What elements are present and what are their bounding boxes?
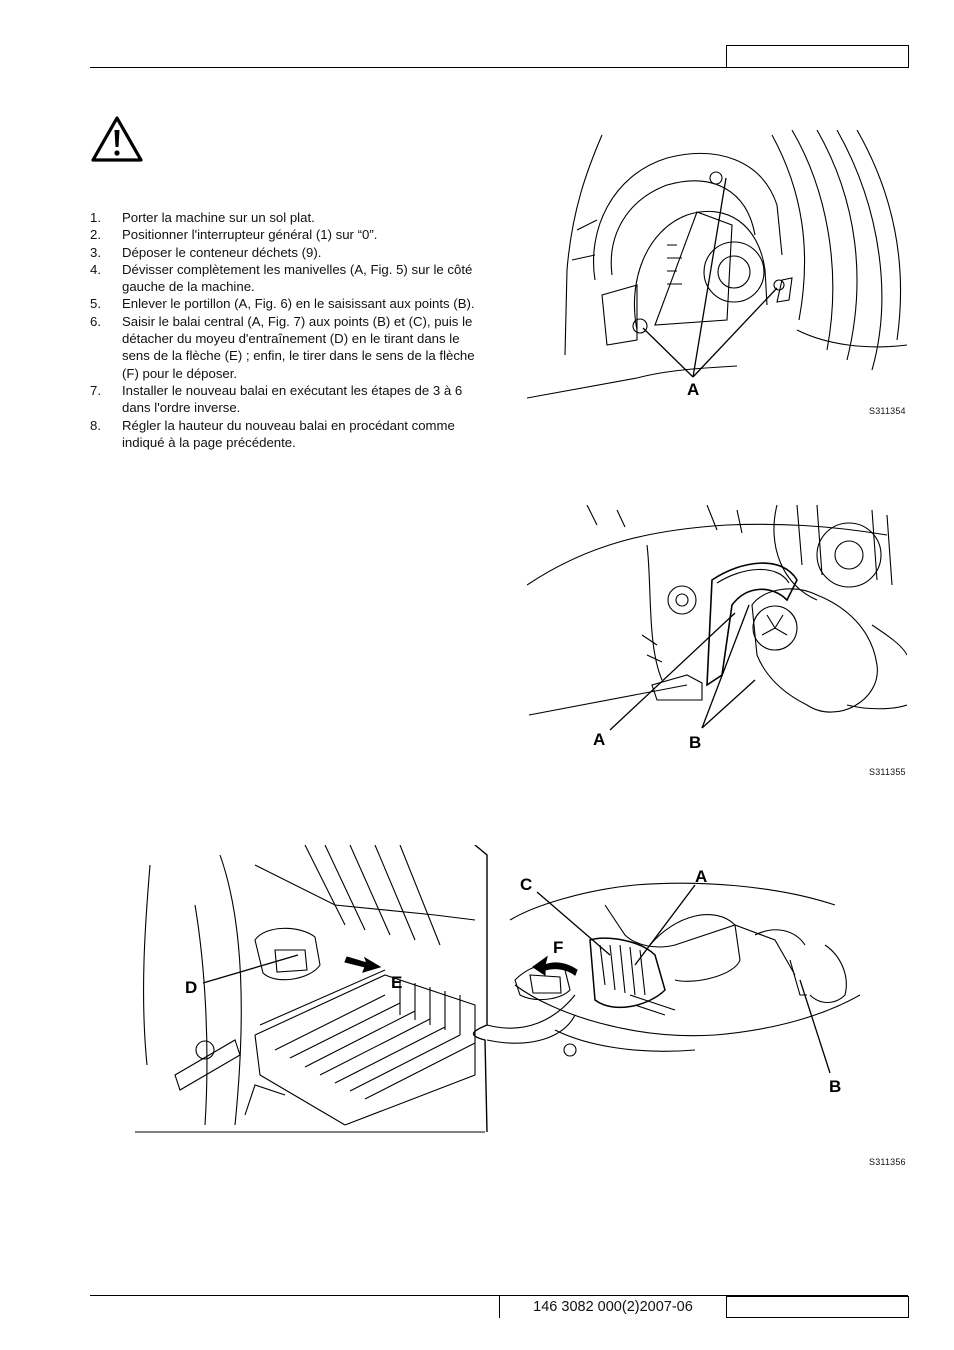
list-item: 1.Porter la machine sur un sol plat. (90, 210, 315, 225)
list-item: 3.Déposer le conteneur déchets (9). (90, 244, 322, 260)
fig5-label-a: A (687, 380, 699, 399)
list-item: 8.Régler la hauteur du nouveau balai en … (90, 417, 455, 450)
fig7-label-c: C (520, 875, 532, 894)
fig6-label-a: A (593, 730, 605, 749)
list-item: 4.Dévisser complètement les manivelles (… (90, 261, 473, 295)
fig7-label-f: F (553, 938, 563, 957)
figure-5-code: S311354 (869, 406, 906, 416)
list-item: 5.Enlever le portillon (A, Fig. 6) en le… (90, 296, 475, 312)
fig7-label-d: D (185, 978, 197, 997)
procedure-steps: 1.Porter la machine sur un sol plat. 2.P… (90, 209, 490, 451)
header-box (726, 45, 909, 68)
list-item: 6.Saisir le balai central (A, Fig. 7) au… (90, 313, 475, 381)
warning-triangle-icon (90, 115, 144, 168)
list-item: 7.Installer le nouveau balai en exécutan… (90, 382, 463, 416)
figure-7-code: S311356 (869, 1157, 906, 1167)
document-reference: 146 3082 000(2)2007-06 (533, 1299, 693, 1315)
figure-5-illustration: A (527, 130, 907, 405)
fig7-label-a: A (695, 867, 707, 886)
figure-7-illustration: D E C A F B (135, 845, 860, 1135)
fig6-label-b: B (689, 733, 701, 752)
fig7-label-b: B (829, 1077, 841, 1096)
list-item: 2.Positionner l'interrupteur général (1)… (90, 227, 378, 243)
footer-divider (499, 1295, 500, 1318)
header-rule (90, 67, 908, 68)
figure-6-illustration: A B (527, 505, 907, 755)
figure-6-code: S311355 (869, 767, 906, 777)
footer-box (726, 1296, 909, 1318)
fig7-label-e: E (391, 973, 402, 992)
